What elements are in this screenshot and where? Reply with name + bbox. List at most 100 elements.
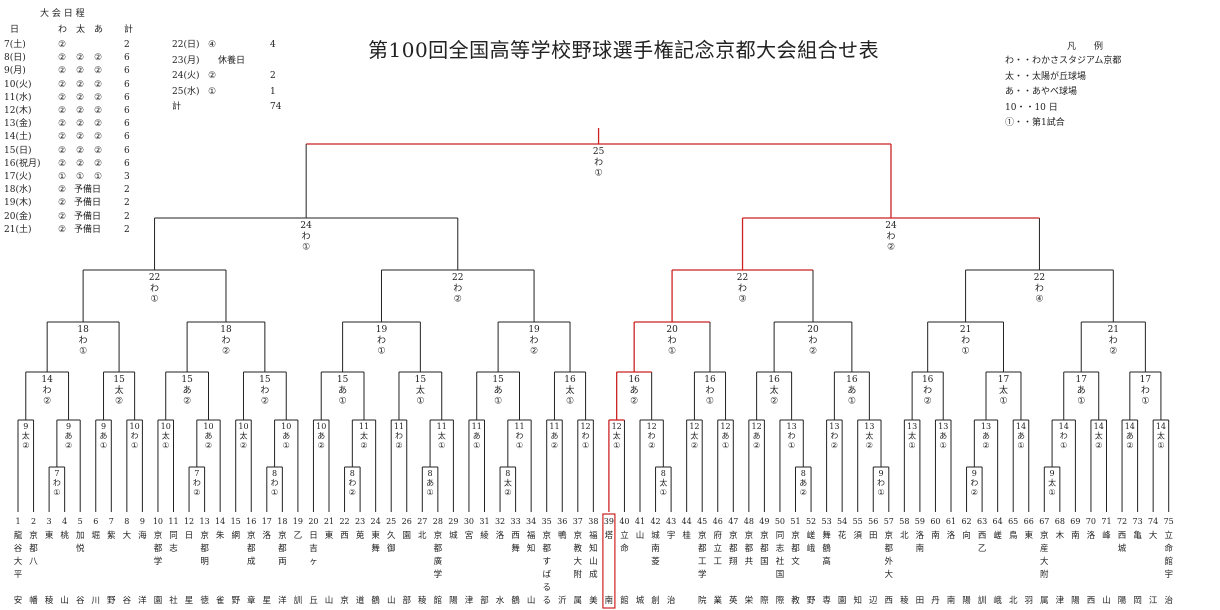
team-name-char: 京 xyxy=(791,530,800,541)
team-name-char: 翔 xyxy=(729,556,738,567)
team-number: 62 xyxy=(961,517,971,526)
match-venue: わ xyxy=(131,432,139,441)
schedule-total: 2 xyxy=(124,198,130,209)
team-number: 27 xyxy=(417,517,427,526)
schedule-spare-day: 予備日 xyxy=(74,185,102,196)
team-name-char: 成 xyxy=(589,569,598,580)
team-name-last: 属 xyxy=(1040,596,1049,606)
team-name-last: 羽 xyxy=(1024,596,1033,606)
team-name-char: 東 xyxy=(1024,530,1033,541)
match-day: 7 xyxy=(54,469,59,478)
team-name-last: 山 xyxy=(387,595,396,606)
match-day: 11 xyxy=(514,422,524,431)
match-day: 21 xyxy=(960,325,971,335)
match-game-number: ① xyxy=(283,441,290,450)
team-name-char: 舞 xyxy=(822,530,831,541)
match-game-number: ② xyxy=(205,441,212,450)
schedule-total: 2 xyxy=(124,211,130,222)
team-number: 32 xyxy=(495,517,505,526)
schedule-col-header: 計 xyxy=(124,25,134,35)
team-name-last: 道 xyxy=(356,595,365,606)
team-name-char: 峰 xyxy=(1102,530,1111,541)
match-day: 13 xyxy=(907,422,917,431)
match-game-number: ① xyxy=(582,441,589,450)
team-name-char: 国 xyxy=(776,570,785,580)
team-name-char: 福 xyxy=(527,530,536,541)
schedule-ta: ① xyxy=(76,172,85,182)
team-number: 24 xyxy=(371,517,381,526)
team-name-char: ば xyxy=(542,570,551,580)
team-name-char: 大 xyxy=(574,556,583,567)
match-game-number: ① xyxy=(962,347,970,357)
team-name-last: 幡 xyxy=(29,595,38,606)
team-name-char: 都 xyxy=(278,544,287,554)
match-game-number: ① xyxy=(613,441,620,450)
match-game-number: ② xyxy=(22,441,29,450)
match-day: 21 xyxy=(1108,325,1119,335)
match-venue: あ xyxy=(799,479,807,488)
match-venue: あ xyxy=(753,432,761,441)
team-name-last: 英 xyxy=(729,595,738,606)
team-name-char: 嵯 xyxy=(993,530,1002,541)
team-name-char: 東 xyxy=(45,530,54,541)
match-day: 14 xyxy=(1016,422,1026,431)
schedule-wa: ② xyxy=(58,132,67,143)
team-name-char: 同 xyxy=(169,531,178,541)
team-name-char: 都 xyxy=(698,544,707,554)
team-name-last: 野 xyxy=(231,596,240,606)
match-game-number: ① xyxy=(1077,397,1085,407)
team-name-char: 桂 xyxy=(682,530,691,541)
team-number: 45 xyxy=(697,517,707,526)
match-venue: わ xyxy=(530,335,539,346)
team-number: 15 xyxy=(231,517,241,526)
team-name-last: 専 xyxy=(822,595,831,606)
schedule-day: 12(木) xyxy=(4,106,32,116)
team-name-char: 命 xyxy=(1164,543,1173,554)
team-number: 4 xyxy=(62,517,67,526)
team-name-last: 星 xyxy=(185,596,194,606)
match-venue: 太 xyxy=(999,384,1008,396)
match-game-number: ① xyxy=(302,243,310,253)
match-day: 11 xyxy=(359,422,369,431)
schedule-wa: ② xyxy=(58,145,67,156)
match-venue: あ xyxy=(338,385,347,396)
team-name-char: 都 xyxy=(29,544,38,554)
match-game-number: ① xyxy=(271,488,278,497)
team-name-char: す xyxy=(542,557,551,567)
match-game-number: ① xyxy=(162,441,169,450)
team-name-char: 都 xyxy=(885,544,894,554)
match-game-number: ② xyxy=(193,488,200,497)
match-day: 12 xyxy=(752,422,762,431)
team-name-char: 網 xyxy=(231,530,240,541)
schedule-a: ② xyxy=(94,119,103,130)
match-day: 12 xyxy=(720,422,730,431)
match-game-number: ① xyxy=(660,488,667,497)
team-number: 19 xyxy=(293,517,303,526)
schedule-day: 計 xyxy=(172,102,182,112)
match-venue: わ xyxy=(515,432,523,441)
team-name-char: 南 xyxy=(916,543,925,554)
team-name-char: 嵯 xyxy=(807,530,816,541)
team-name-last: 洋 xyxy=(138,595,147,606)
team-name-last: 谷 xyxy=(76,596,85,606)
team-name-char: 西 xyxy=(1118,531,1127,541)
schedule-day: 14(土) xyxy=(4,132,32,143)
team-number: 20 xyxy=(308,517,318,526)
match-venue: あ xyxy=(630,385,639,396)
match-venue: わ xyxy=(453,283,462,294)
team-name-char: 知 xyxy=(589,543,598,554)
schedule-day: 19(木) xyxy=(4,198,32,209)
match-day: 11 xyxy=(472,422,482,431)
schedule-ta: ② xyxy=(76,132,85,143)
team-number: 55 xyxy=(853,517,863,526)
team-number: 75 xyxy=(1164,517,1174,526)
team-number: 1 xyxy=(15,517,20,526)
match-venue: わ xyxy=(970,479,978,488)
match-game-number: ① xyxy=(1157,441,1164,450)
team-name-char: 大 xyxy=(1040,556,1049,567)
team-name-char: 立 xyxy=(713,543,722,554)
match-venue: わ xyxy=(1035,283,1044,294)
team-name-last: る xyxy=(542,596,551,606)
